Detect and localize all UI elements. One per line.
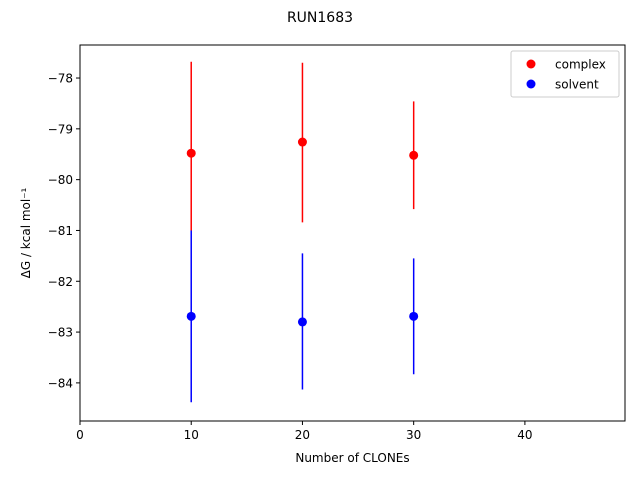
data-point-complex-1 (297, 137, 307, 147)
axis-ticks: 0 10 20 30 40 −84 −83 −82 −81 −80 −79 −78 (48, 72, 533, 442)
legend: complex solvent (510, 50, 620, 98)
y-tick-label: −84 (48, 376, 73, 390)
x-tick-label: 30 (406, 428, 421, 442)
y-axis-label: ΔG / kcal mol⁻¹ (19, 187, 33, 278)
y-tick-label: −79 (48, 122, 73, 136)
legend-box (510, 50, 620, 98)
x-tick-label: 40 (517, 428, 532, 442)
data-point-complex-2 (409, 150, 419, 160)
plot-frame (79, 44, 626, 422)
plot-area (186, 61, 419, 403)
data-point-solvent-0 (186, 311, 196, 321)
legend-label-solvent: solvent (555, 78, 599, 92)
y-tick-label: −80 (48, 173, 73, 187)
data-point-complex-0 (186, 148, 196, 158)
y-tick-label: −81 (48, 224, 73, 238)
x-axis-label: Number of CLONEs (295, 451, 409, 465)
y-tick-label: −82 (48, 275, 73, 289)
x-tick-label: 10 (184, 428, 199, 442)
legend-label-complex: complex (555, 58, 606, 72)
data-point-solvent-1 (297, 317, 307, 327)
data-point-solvent-2 (409, 311, 419, 321)
legend-marker-solvent (526, 79, 536, 89)
y-tick-label: −78 (48, 72, 73, 86)
chart-title: RUN1683 (287, 10, 353, 26)
legend-marker-complex (526, 59, 536, 69)
x-tick-label: 20 (295, 428, 310, 442)
y-tick-label: −83 (48, 326, 73, 340)
x-tick-label: 0 (76, 428, 84, 442)
